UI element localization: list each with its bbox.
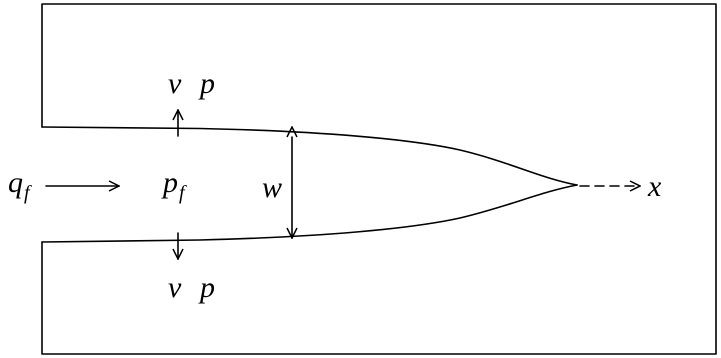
label-bottom-p: p xyxy=(198,271,215,304)
upper-fracture-wall xyxy=(41,126,578,186)
label-pf: pf xyxy=(161,166,187,204)
label-bottom-v: v xyxy=(168,271,182,304)
label-q-sub: f xyxy=(24,182,32,204)
label-top-p: p xyxy=(198,67,215,100)
upper-block-outline xyxy=(41,3,717,355)
label-top-v: v xyxy=(168,67,182,100)
label-q: qf xyxy=(8,166,32,204)
label-x: x xyxy=(647,170,662,203)
label-q-main: q xyxy=(8,166,23,199)
label-pf-main: p xyxy=(161,166,178,199)
lower-fracture-wall xyxy=(41,184,578,243)
label-pf-sub: f xyxy=(179,182,187,204)
label-w: w xyxy=(262,171,282,204)
